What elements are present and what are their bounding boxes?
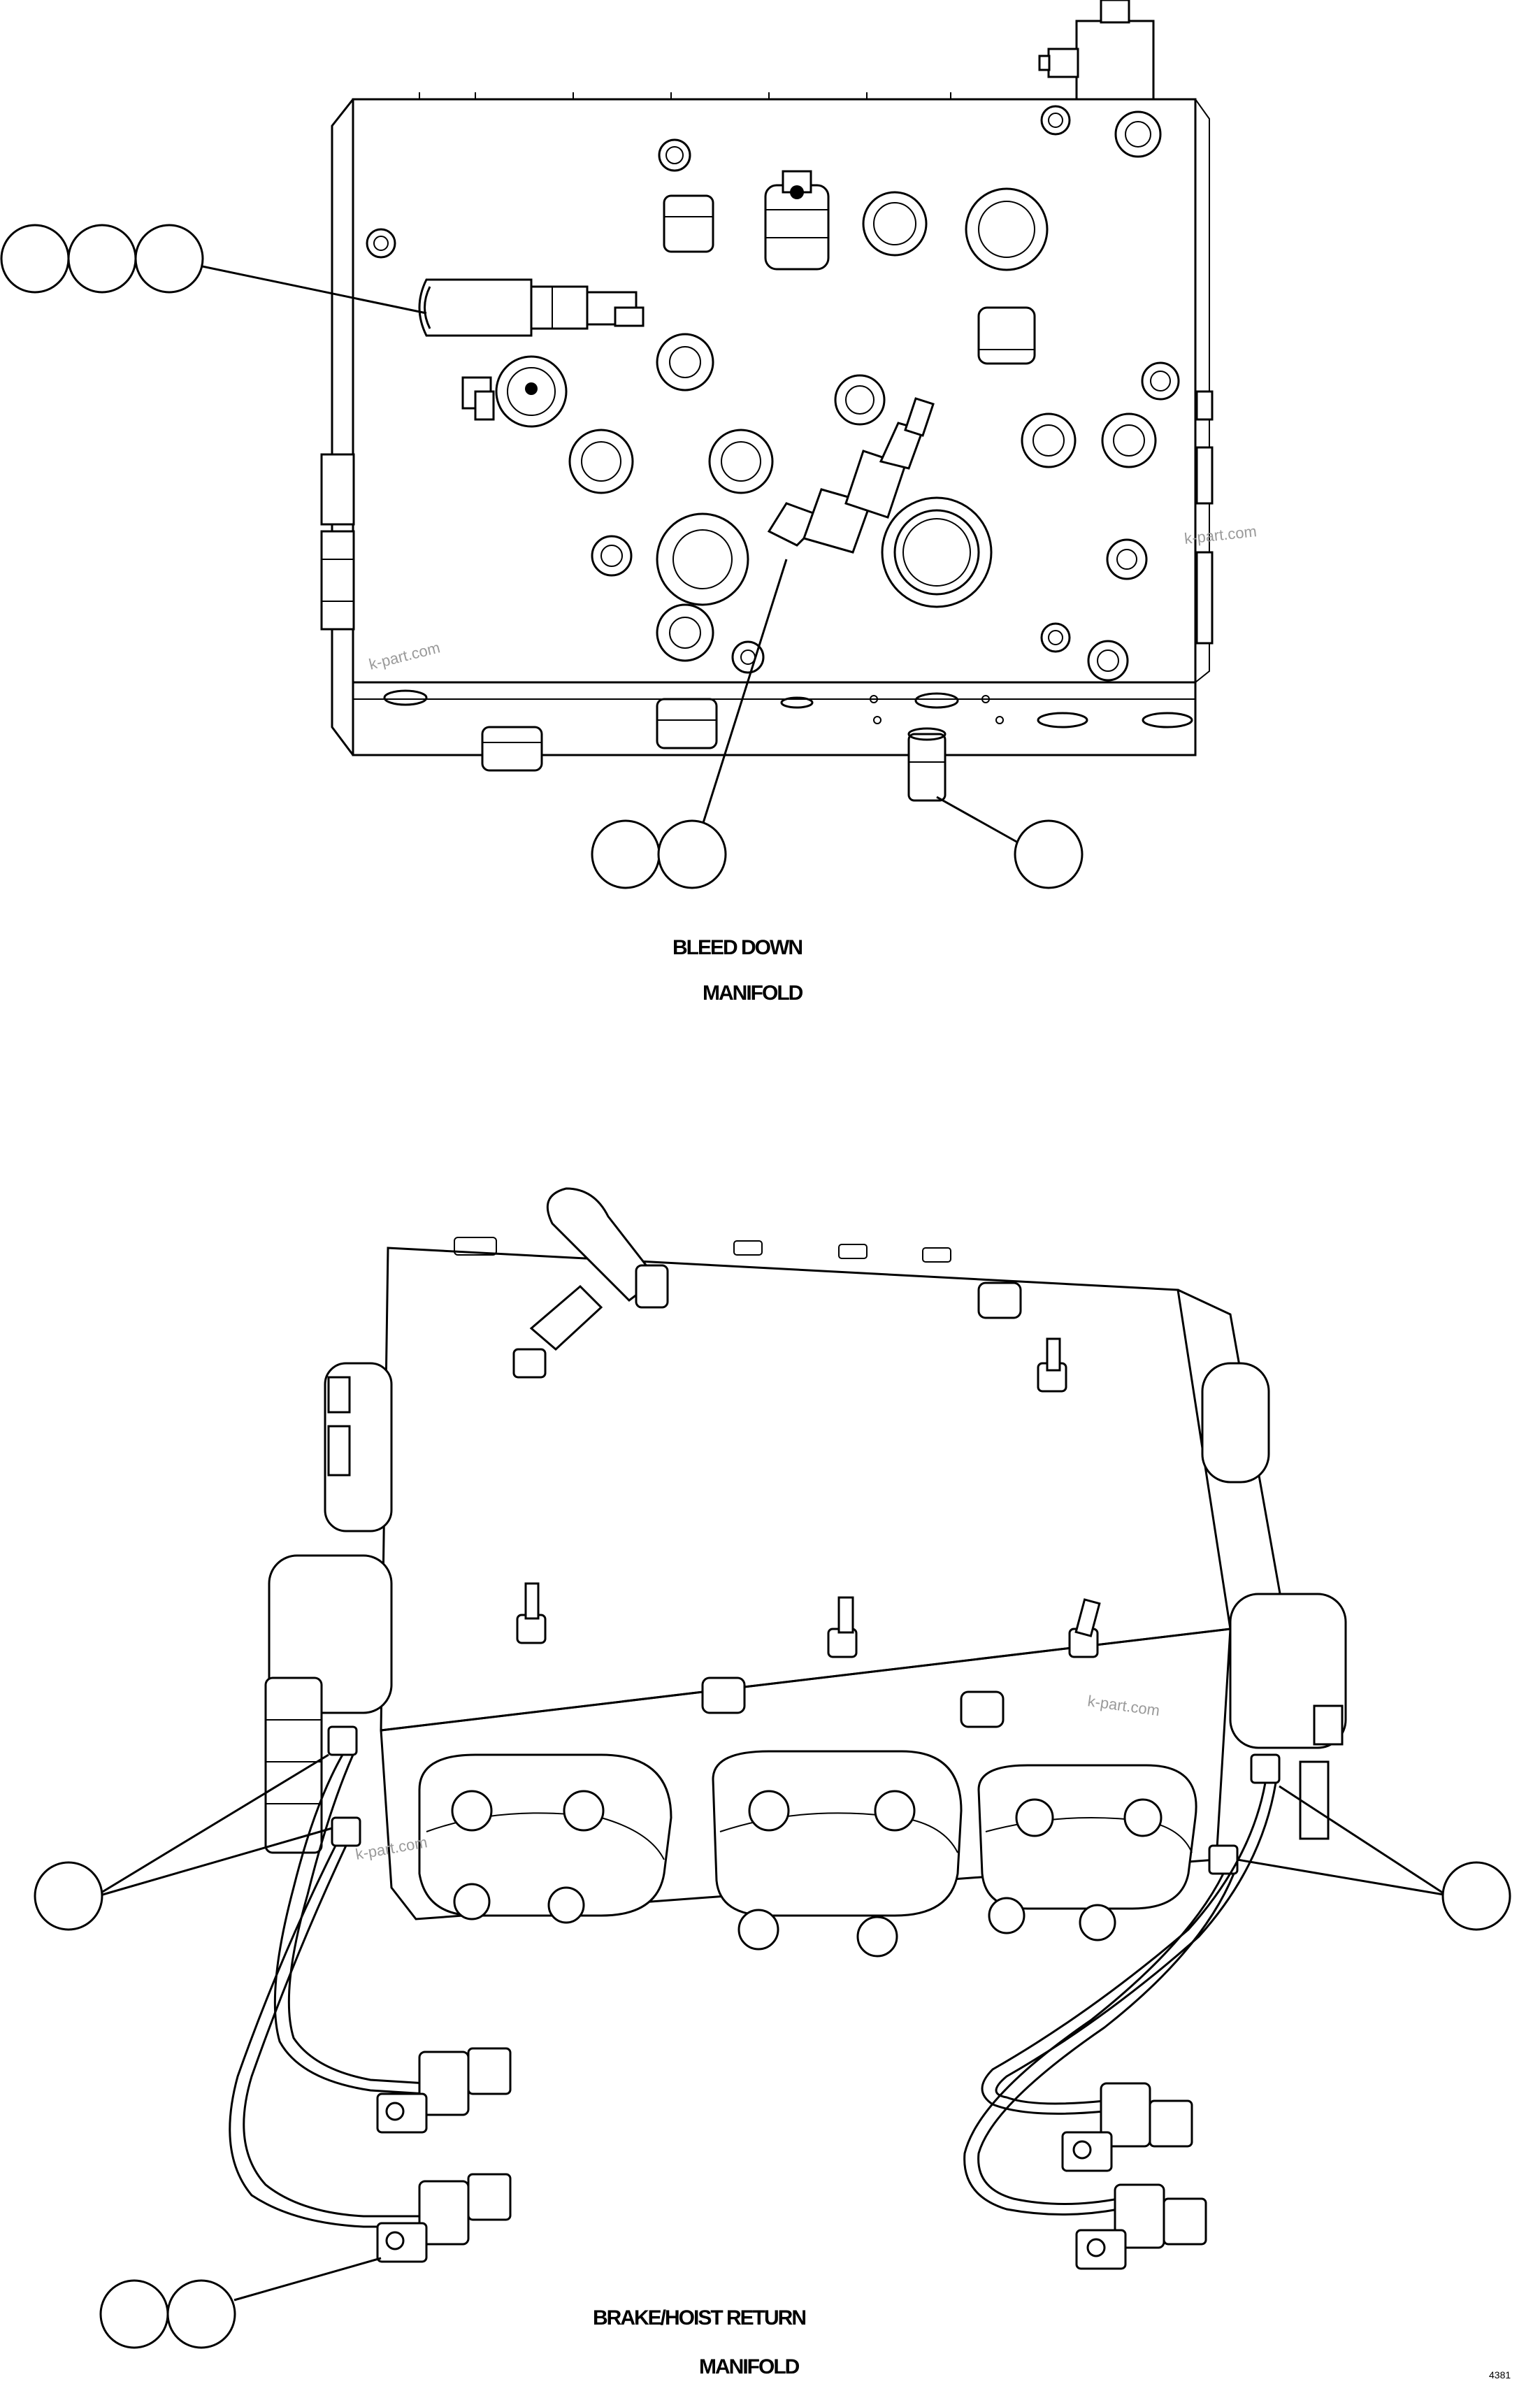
callout-bottom-right-harness: [1237, 1785, 1511, 1931]
callout-bubble: [166, 2279, 236, 2349]
callout-bubble: [0, 224, 70, 294]
left-wire-harness: [229, 1725, 512, 2263]
top-face-fittings: [516, 1281, 1101, 1728]
diagonal-sensor: [767, 397, 935, 554]
callout-bubble: [67, 224, 137, 294]
callout-bottom-connector: [99, 2257, 382, 2349]
top-elbow-fitting: [512, 1187, 669, 1379]
pressure-switch: [764, 170, 830, 271]
hex-plugs: [663, 194, 1036, 365]
left-side-bosses: [320, 453, 355, 631]
top-edge-bolts: [454, 1237, 951, 1263]
brake-hoist-return-manifold-view: k-part.com k-part.com BRAKE/HOIST RETURN…: [34, 1187, 1511, 2378]
caption-bleed-down: BLEED DOWN: [672, 936, 802, 959]
caption-manifold-bottom: MANIFOLD: [699, 2355, 800, 2378]
callout-bubble: [657, 819, 727, 889]
callout-top-fitting: [936, 796, 1084, 889]
left-connector-upper: [376, 2047, 512, 2134]
manifold-bottom-edge: [352, 681, 1197, 756]
right-connector-lower: [1075, 2183, 1207, 2270]
watermark: k-part.com: [367, 638, 442, 673]
callout-bottom-left-harness: [34, 1753, 333, 1931]
caption-manifold-top: MANIFOLD: [703, 982, 803, 1005]
bleed-down-manifold-view: k-part.com k-part.com BLEED DOWN MANIFOL…: [0, 0, 1258, 1005]
large-plug: [881, 496, 993, 608]
manifold-left-side: [331, 99, 354, 756]
left-connector-lower: [376, 2173, 512, 2263]
callout-bubble: [99, 2279, 169, 2349]
right-side-valves: [1201, 1362, 1347, 1840]
right-wire-harness: [963, 1753, 1281, 2270]
callout-bubble: [34, 1861, 103, 1931]
left-solenoid-valve: [418, 278, 645, 428]
top-solenoid-coil: [1038, 0, 1162, 158]
face-ports: [366, 138, 1180, 682]
callout-bubble: [1441, 1861, 1511, 1931]
callout-top-sensor: [591, 559, 788, 889]
front-flanges: [418, 1750, 1197, 1958]
caption-brake-hoist-return: BRAKE/HOIST RETURN: [593, 2306, 805, 2329]
bottom-edge-features: [383, 689, 1193, 802]
drawing-code: 4381: [1489, 2369, 1511, 2381]
watermark: k-part.com: [354, 1833, 429, 1863]
callout-top-solenoid: [0, 224, 427, 315]
callout-bubble: [134, 224, 204, 294]
watermark: k-part.com: [1086, 1692, 1160, 1719]
callout-bubble: [591, 819, 661, 889]
callout-bubble: [1014, 819, 1084, 889]
left-side-valves: [264, 1362, 393, 1854]
manifold-top-face: [380, 1247, 1232, 1732]
right-connector-upper: [1061, 2082, 1193, 2172]
